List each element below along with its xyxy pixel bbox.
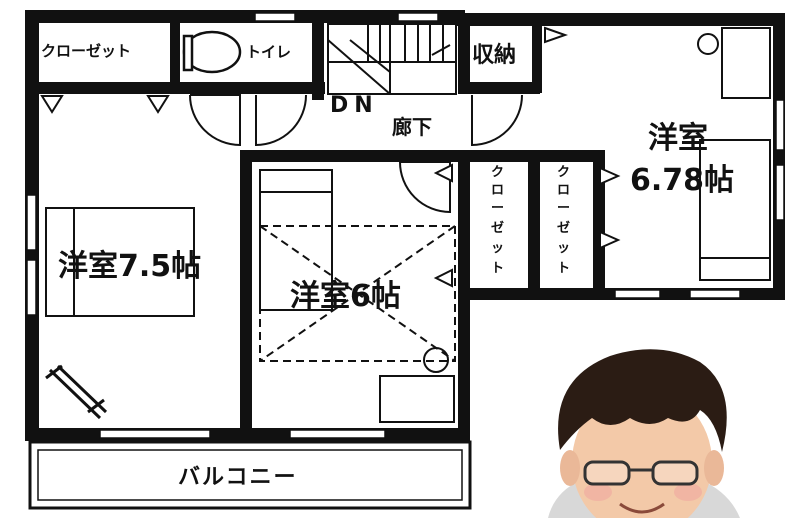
svg-text:ッ: ッ (557, 241, 570, 256)
svg-text:ト: ト (557, 261, 570, 276)
person-illustration (548, 349, 740, 518)
toilet-fixture (182, 30, 242, 74)
svg-text:ト: ト (491, 261, 504, 276)
svg-text:ゼ: ゼ (491, 220, 504, 236)
closet-label-mid: ク ロ ー ゼ ッ ト (491, 165, 504, 276)
stair-down-label: DN (330, 93, 379, 118)
balcony (28, 440, 472, 510)
toilet-label: トイレ (246, 43, 291, 61)
windows (26, 12, 785, 439)
doors (189, 94, 523, 214)
furniture (45, 27, 771, 423)
closet-label-right: ク ロ ー ゼ ッ ト (557, 165, 570, 276)
svg-text:ー: ー (491, 201, 504, 216)
hallway-label: 廊下 (392, 115, 432, 139)
svg-text:ロ: ロ (491, 183, 504, 198)
svg-text:ッ: ッ (491, 241, 504, 256)
svg-text:ゼ: ゼ (557, 220, 570, 236)
room-label-7-5: 洋室7.5帖 (58, 249, 201, 284)
svg-text:ク: ク (491, 165, 504, 180)
svg-text:ー: ー (557, 201, 570, 216)
balcony-label: バルコニー (178, 465, 298, 490)
staircase (327, 23, 457, 95)
closet-markers (40, 26, 621, 288)
svg-text:ク: ク (557, 165, 570, 180)
storage-label: 収納 (472, 42, 516, 68)
room-label-678-line2: 6.78帖 (630, 163, 734, 198)
room-label-678-line1: 洋室 (648, 121, 708, 156)
svg-text:ロ: ロ (557, 183, 570, 198)
closet-label-top-left: クローゼット (41, 42, 131, 60)
room-label-6: 洋室6帖 (290, 279, 401, 314)
